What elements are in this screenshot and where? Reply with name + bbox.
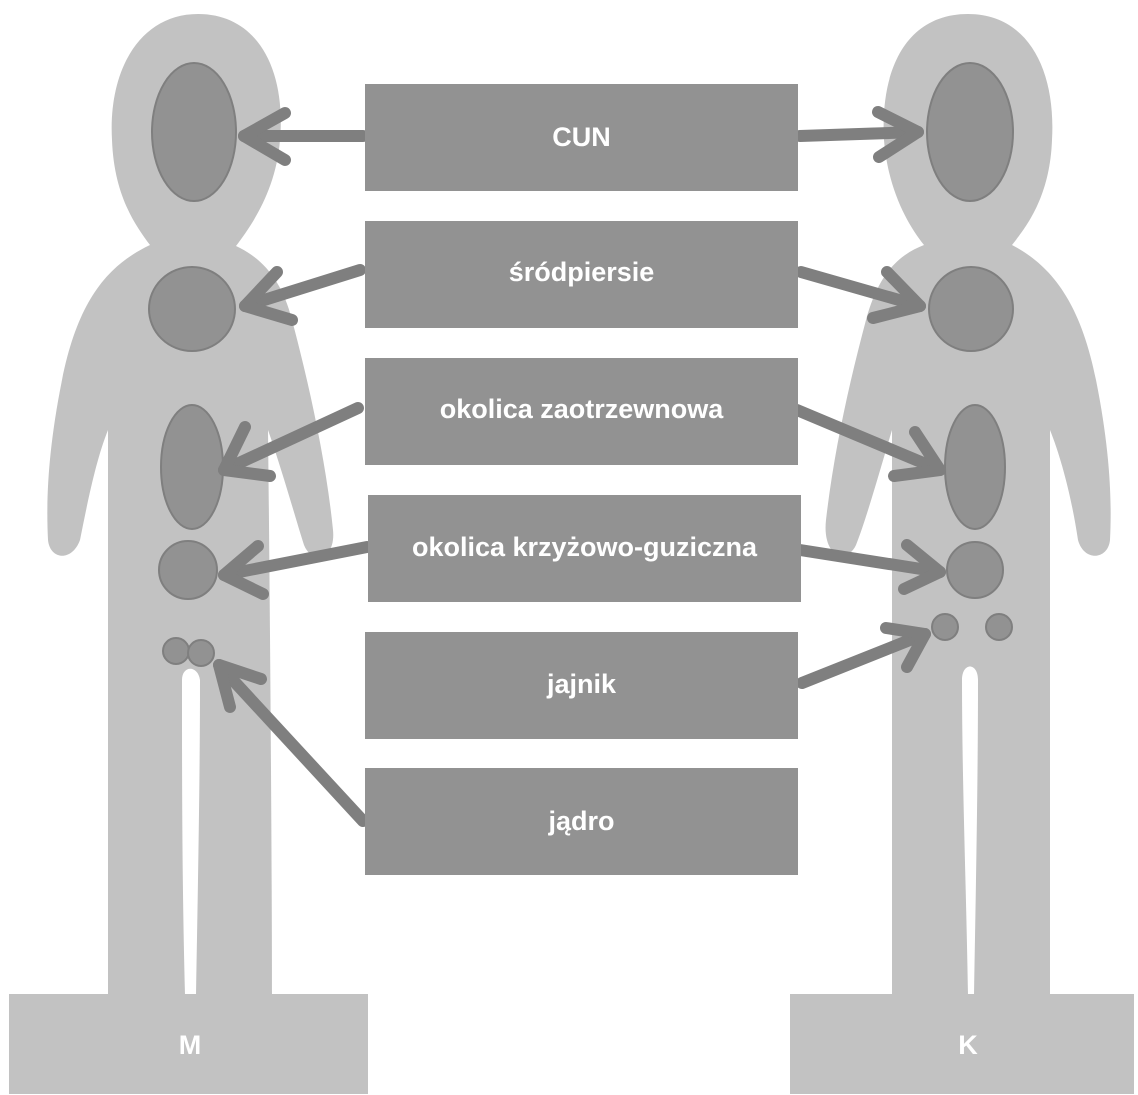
arrow-sacrococcygeal-male xyxy=(224,546,367,594)
female-mediastinum-organ xyxy=(929,267,1013,351)
label-ovary: jajnik xyxy=(546,669,617,699)
label-box-sacrococcygeal: okolica krzyżowo-guziczna xyxy=(368,495,801,602)
arrow-sacrococcygeal-female xyxy=(800,545,940,589)
male-brain-organ xyxy=(152,63,236,201)
female-retroperitoneum-organ xyxy=(945,405,1005,529)
sex-label-female: K xyxy=(958,1030,978,1060)
arrow-cns-male xyxy=(244,113,363,160)
sex-box-male: M xyxy=(9,994,368,1094)
male-testis-organ-right xyxy=(188,640,214,666)
label-box-mediastinum: śródpiersie xyxy=(365,221,798,328)
female-figure xyxy=(826,14,1111,995)
sex-label-male: M xyxy=(179,1030,202,1060)
label-mediastinum: śródpiersie xyxy=(509,257,655,287)
female-ovary-organ-left xyxy=(932,614,958,640)
male-mediastinum-organ xyxy=(149,267,235,351)
label-box-ovary: jajnik xyxy=(365,632,798,739)
female-ovary-organ-right xyxy=(986,614,1012,640)
male-testis-organ-left xyxy=(163,638,189,664)
label-box-retroperitoneum: okolica zaotrzewnowa xyxy=(365,358,798,465)
label-cns: CUN xyxy=(552,122,611,152)
arrow-cns-female xyxy=(800,112,918,157)
label-box-testis: jądro xyxy=(365,768,798,875)
label-box-cns: CUN xyxy=(365,84,798,191)
male-sacrococcygeal-organ xyxy=(159,541,217,599)
sex-box-female: K xyxy=(790,994,1134,1094)
male-retroperitoneum-organ xyxy=(161,405,223,529)
female-sacrococcygeal-organ xyxy=(947,542,1003,598)
female-brain-organ xyxy=(927,63,1013,201)
label-sacrococcygeal: okolica krzyżowo-guziczna xyxy=(412,532,758,562)
label-retroperitoneum: okolica zaotrzewnowa xyxy=(440,394,725,424)
label-testis: jądro xyxy=(547,806,614,836)
